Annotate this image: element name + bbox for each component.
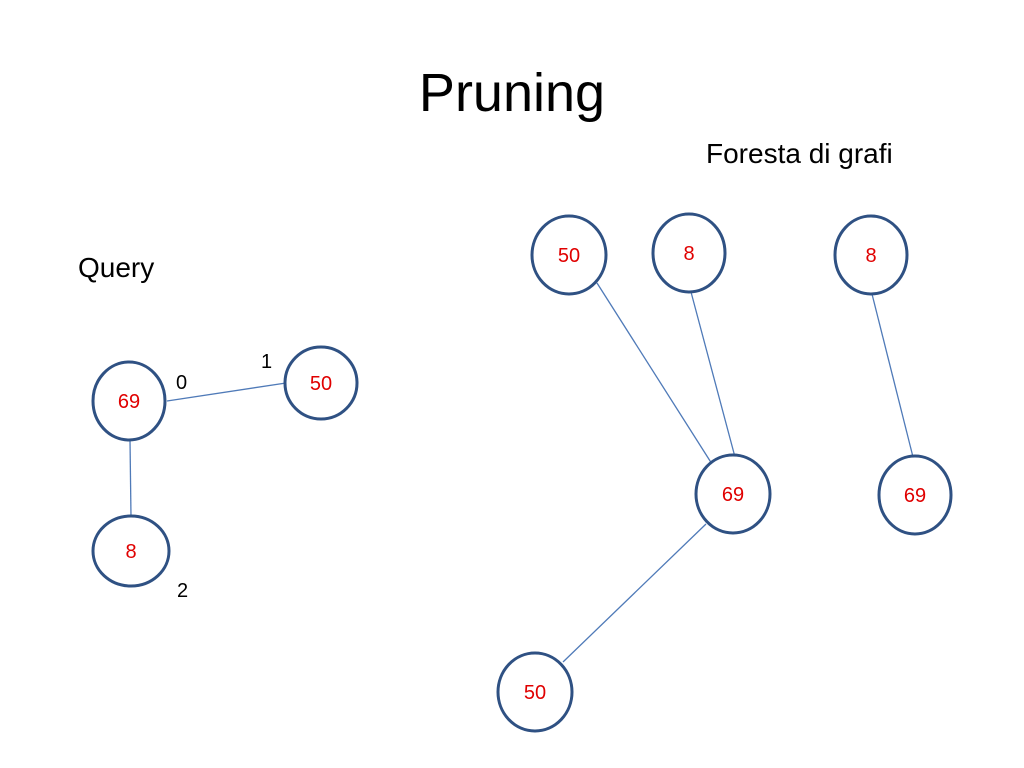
forest-edge-50-69 [596,282,713,465]
forest-edge-8-69-right [871,293,914,458]
node-value: 69 [118,391,140,413]
edges-layer [129,282,914,663]
query-edge-69-50 [166,382,287,402]
forest-node-8-top: 8 [651,212,727,294]
node-value: 69 [904,485,926,507]
query-node-index-0: 0 [176,372,188,394]
node-value: 8 [865,245,876,267]
forest-label: Foresta di grafi [706,138,893,169]
forest-node-69-mid: 69 [694,453,772,535]
forest-node-50-top: 50 [530,214,608,296]
forest-node-69-right: 69 [877,454,953,536]
node-value: 50 [558,245,580,267]
query-node-50: 50 [283,345,359,421]
query-edge-69-8 [129,439,132,518]
query-node-index-2: 2 [177,580,189,602]
query-node-69: 69 [91,360,167,442]
query-node-8: 8 [91,514,171,588]
node-value: 8 [125,541,136,563]
forest-edge-8-69 [690,291,736,458]
slide-title: Pruning [418,63,606,123]
query-label: Query [78,252,155,283]
nodes-layer: 69 50 8 50 8 69 [91,212,953,733]
node-value: 8 [683,243,694,265]
forest-node-8-right: 8 [833,214,909,296]
node-value: 69 [722,484,744,506]
forest-node-50-bottom: 50 [496,651,574,733]
query-node-index-1: 1 [261,351,273,373]
node-value: 50 [524,682,546,704]
node-value: 50 [310,373,332,395]
forest-edge-69-50 [562,523,707,663]
